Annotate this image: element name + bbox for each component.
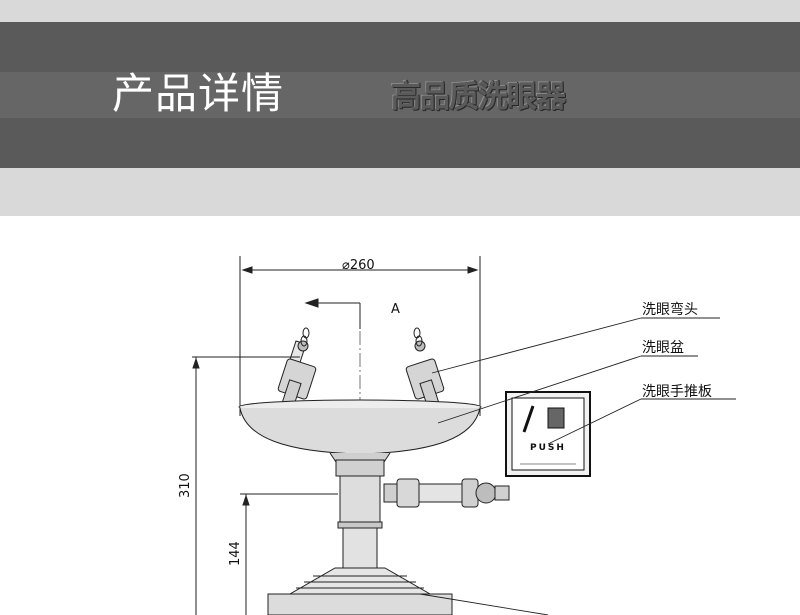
eyewash-drawing: ⌀260 A	[178, 256, 736, 615]
height-dimensions	[192, 356, 338, 615]
stand-column	[335, 459, 385, 569]
header-stripe	[0, 72, 800, 118]
callout-basin: 洗眼盆	[642, 340, 684, 356]
callout-leaders	[419, 317, 736, 615]
stand-base	[267, 567, 453, 615]
page-subtitle: 高品质洗眼器	[391, 80, 566, 115]
height-total-label: 310	[178, 473, 193, 498]
callout-push-panel: 洗眼手推板	[642, 384, 712, 400]
header-banner: 产品详情 高品质洗眼器	[0, 0, 800, 216]
view-arrow	[304, 298, 361, 329]
basin	[238, 399, 482, 463]
valve-pipe	[383, 478, 510, 508]
diameter-label: ⌀260	[342, 258, 375, 273]
push-panel	[505, 391, 591, 477]
diameter-dimension	[239, 256, 481, 416]
callout-nozzle: 洗眼弯头	[642, 301, 698, 318]
page-title: 产品详情	[112, 69, 285, 118]
right-nozzle	[405, 327, 445, 411]
view-label: A	[391, 302, 400, 317]
left-nozzle	[277, 327, 317, 411]
panel-push-text: PUSH	[530, 443, 566, 453]
height-stand-label: 144	[228, 541, 243, 566]
